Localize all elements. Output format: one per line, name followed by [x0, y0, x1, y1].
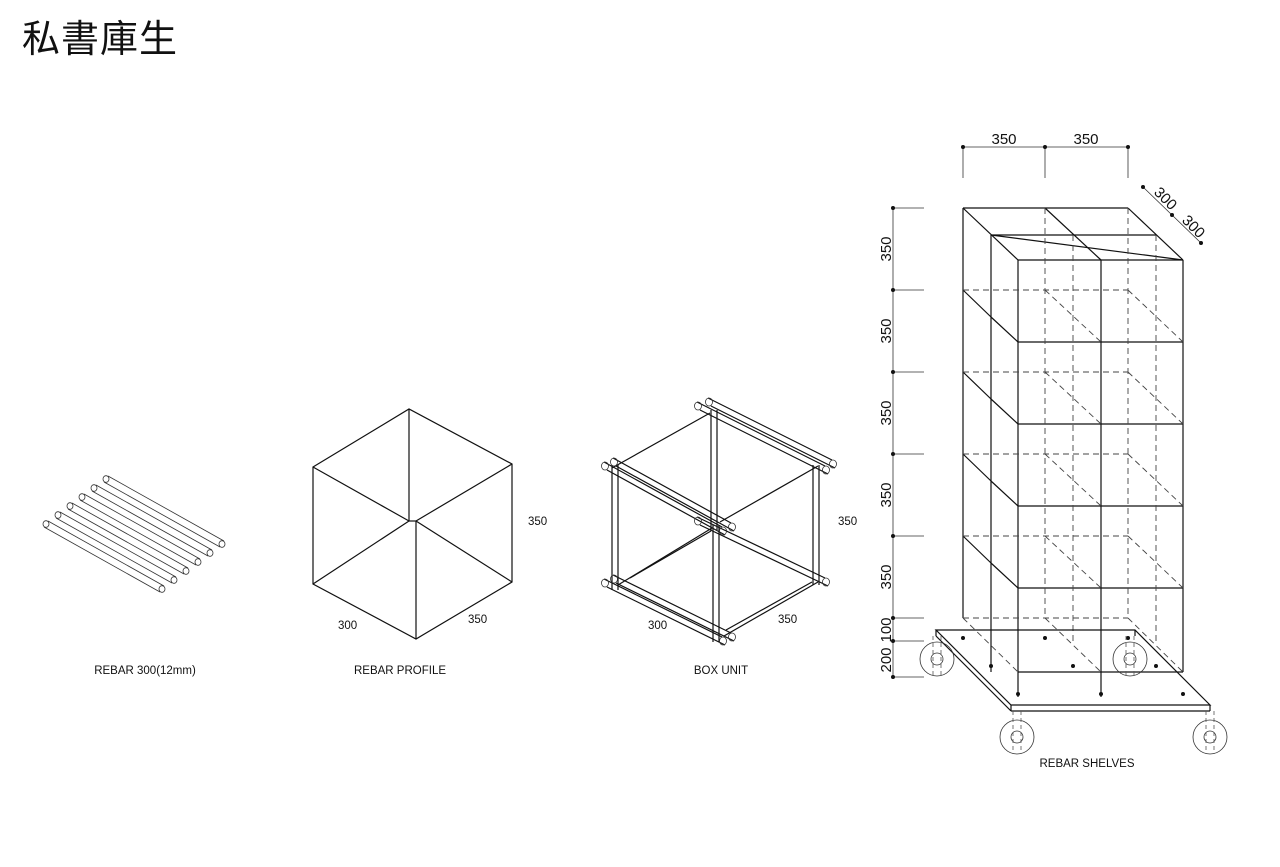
shelves-level-4: 350: [878, 482, 895, 507]
rebar-bundle: REBAR 300(12mm): [42, 475, 226, 677]
box-dim-left: 300: [648, 620, 667, 632]
shelves-base-a: 100: [878, 617, 895, 642]
box-unit: 350 300 350 BOX UNIT: [601, 397, 857, 677]
rebar-shelves: 350 350 300 300 350 350: [878, 131, 1228, 770]
shelves-level-3: 350: [878, 400, 895, 425]
shelves-base-b: 200: [878, 647, 895, 672]
shelves-level-5: 350: [878, 564, 895, 589]
drawing-title: 私書庫生: [22, 17, 179, 61]
caption-shelves: REBAR SHELVES: [1039, 758, 1134, 770]
caption-profile: REBAR PROFILE: [354, 665, 446, 677]
profile-dim-left: 300: [338, 620, 357, 632]
shelves-level-1: 350: [878, 236, 895, 261]
box-dim-right: 350: [778, 614, 797, 626]
rebar-profile: 350 300 350 REBAR PROFILE: [312, 408, 547, 677]
shelves-depth-a: 300: [1150, 184, 1180, 214]
caption-rebar: REBAR 300(12mm): [94, 665, 196, 677]
shelves-width-a: 350: [991, 131, 1016, 148]
profile-dim-height: 350: [528, 516, 547, 528]
shelves-depth-b: 300: [1178, 212, 1208, 242]
box-dim-height: 350: [838, 516, 857, 528]
shelves-width-b: 350: [1073, 131, 1098, 148]
shelves-level-2: 350: [878, 318, 895, 343]
profile-dim-right: 350: [468, 614, 487, 626]
caption-box: BOX UNIT: [694, 665, 748, 677]
